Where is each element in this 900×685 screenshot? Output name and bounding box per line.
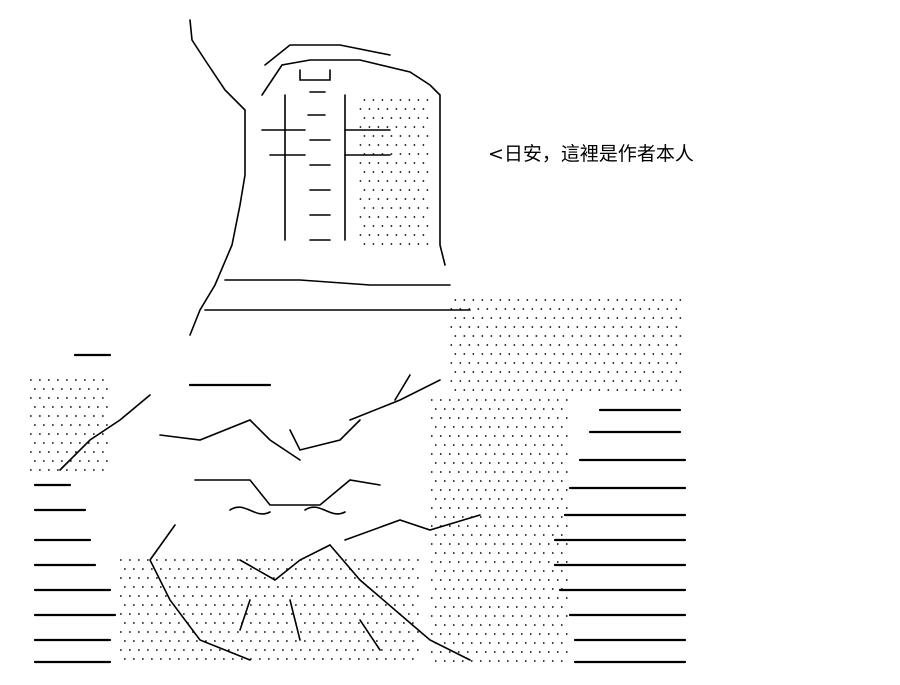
tower-rungs bbox=[204, 129, 471, 311]
tower-outline bbox=[189, 19, 446, 336]
left-bars bbox=[33, 353, 272, 664]
speech-caption: <日安，這裡是作者本人 bbox=[488, 143, 694, 165]
right-bars bbox=[553, 408, 687, 664]
character-figure bbox=[59, 374, 481, 661]
dot-texture bbox=[29, 99, 682, 662]
